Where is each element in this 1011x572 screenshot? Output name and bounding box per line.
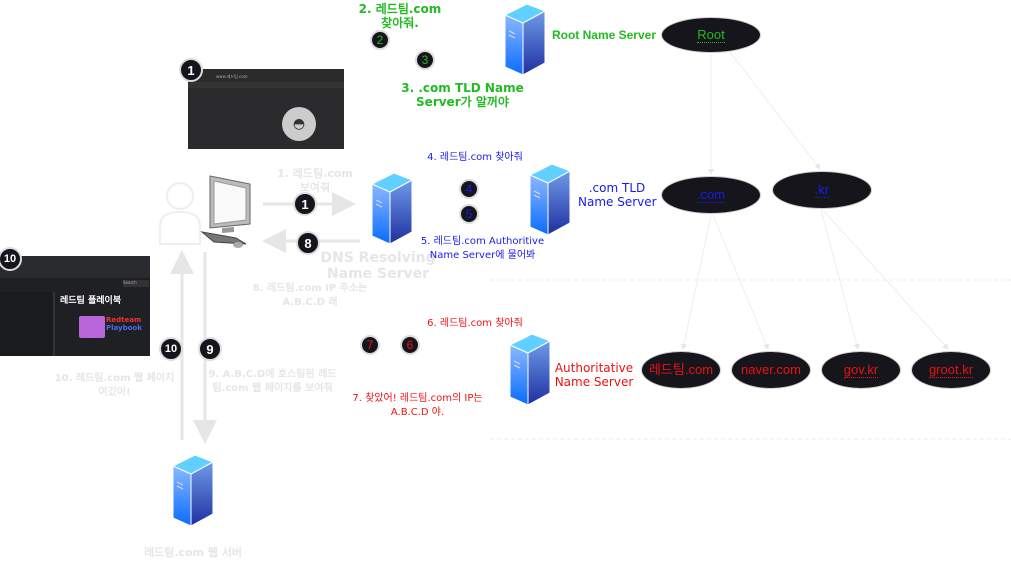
node-naver-com[interactable]: naver.com [731, 351, 811, 389]
resolver-server-icon [370, 172, 414, 250]
step-6-text: 6. 레드팀.com 찾아줘 [427, 318, 523, 329]
browser-url: www.레드팀.com [216, 74, 248, 79]
badge-9: 9 [198, 337, 222, 361]
badge-1: 1 [293, 192, 317, 216]
web-server-icon [171, 454, 215, 532]
user-icon [159, 182, 201, 245]
site-search: Search [123, 280, 149, 287]
node-root[interactable]: Root [661, 17, 761, 53]
incognito-icon: ◓ [282, 107, 316, 141]
browser-screenshot: www.레드팀.com ◓ [188, 69, 344, 149]
badge-8: 8 [296, 231, 320, 255]
authoritative-server-icon [508, 333, 552, 411]
node-gov-kr[interactable]: gov.kr [821, 351, 901, 389]
computer-icon [200, 175, 251, 248]
badge-6: 6 [400, 335, 420, 355]
webserver-label: 레드팀.com 웹 서버 [143, 546, 243, 559]
node-groot-kr[interactable]: groot.kr [911, 351, 991, 389]
badge-5: 5 [459, 204, 479, 224]
badge-10-screenshot: 10 [0, 247, 22, 271]
root-server-label: Root Name Server [551, 28, 656, 42]
site-title: 레드팀 플레이북 [60, 296, 122, 306]
badge-2: 2 [370, 30, 390, 50]
badge-4: 4 [459, 179, 479, 199]
badge-3: 3 [415, 50, 435, 70]
step-4-text: 4. 레드팀.com 찾아줘 [427, 152, 523, 163]
badge-10: 10 [159, 337, 183, 361]
node-com[interactable]: .com [661, 176, 761, 214]
node-kr[interactable]: .kr [772, 171, 872, 209]
book-icon [79, 316, 105, 338]
root-server-icon [503, 3, 547, 81]
badge-7: 7 [360, 335, 380, 355]
node-redteam-com[interactable]: 레드팀.com [641, 351, 721, 389]
tld-server-icon [528, 163, 572, 241]
badge-1-screenshot: 1 [179, 58, 203, 82]
